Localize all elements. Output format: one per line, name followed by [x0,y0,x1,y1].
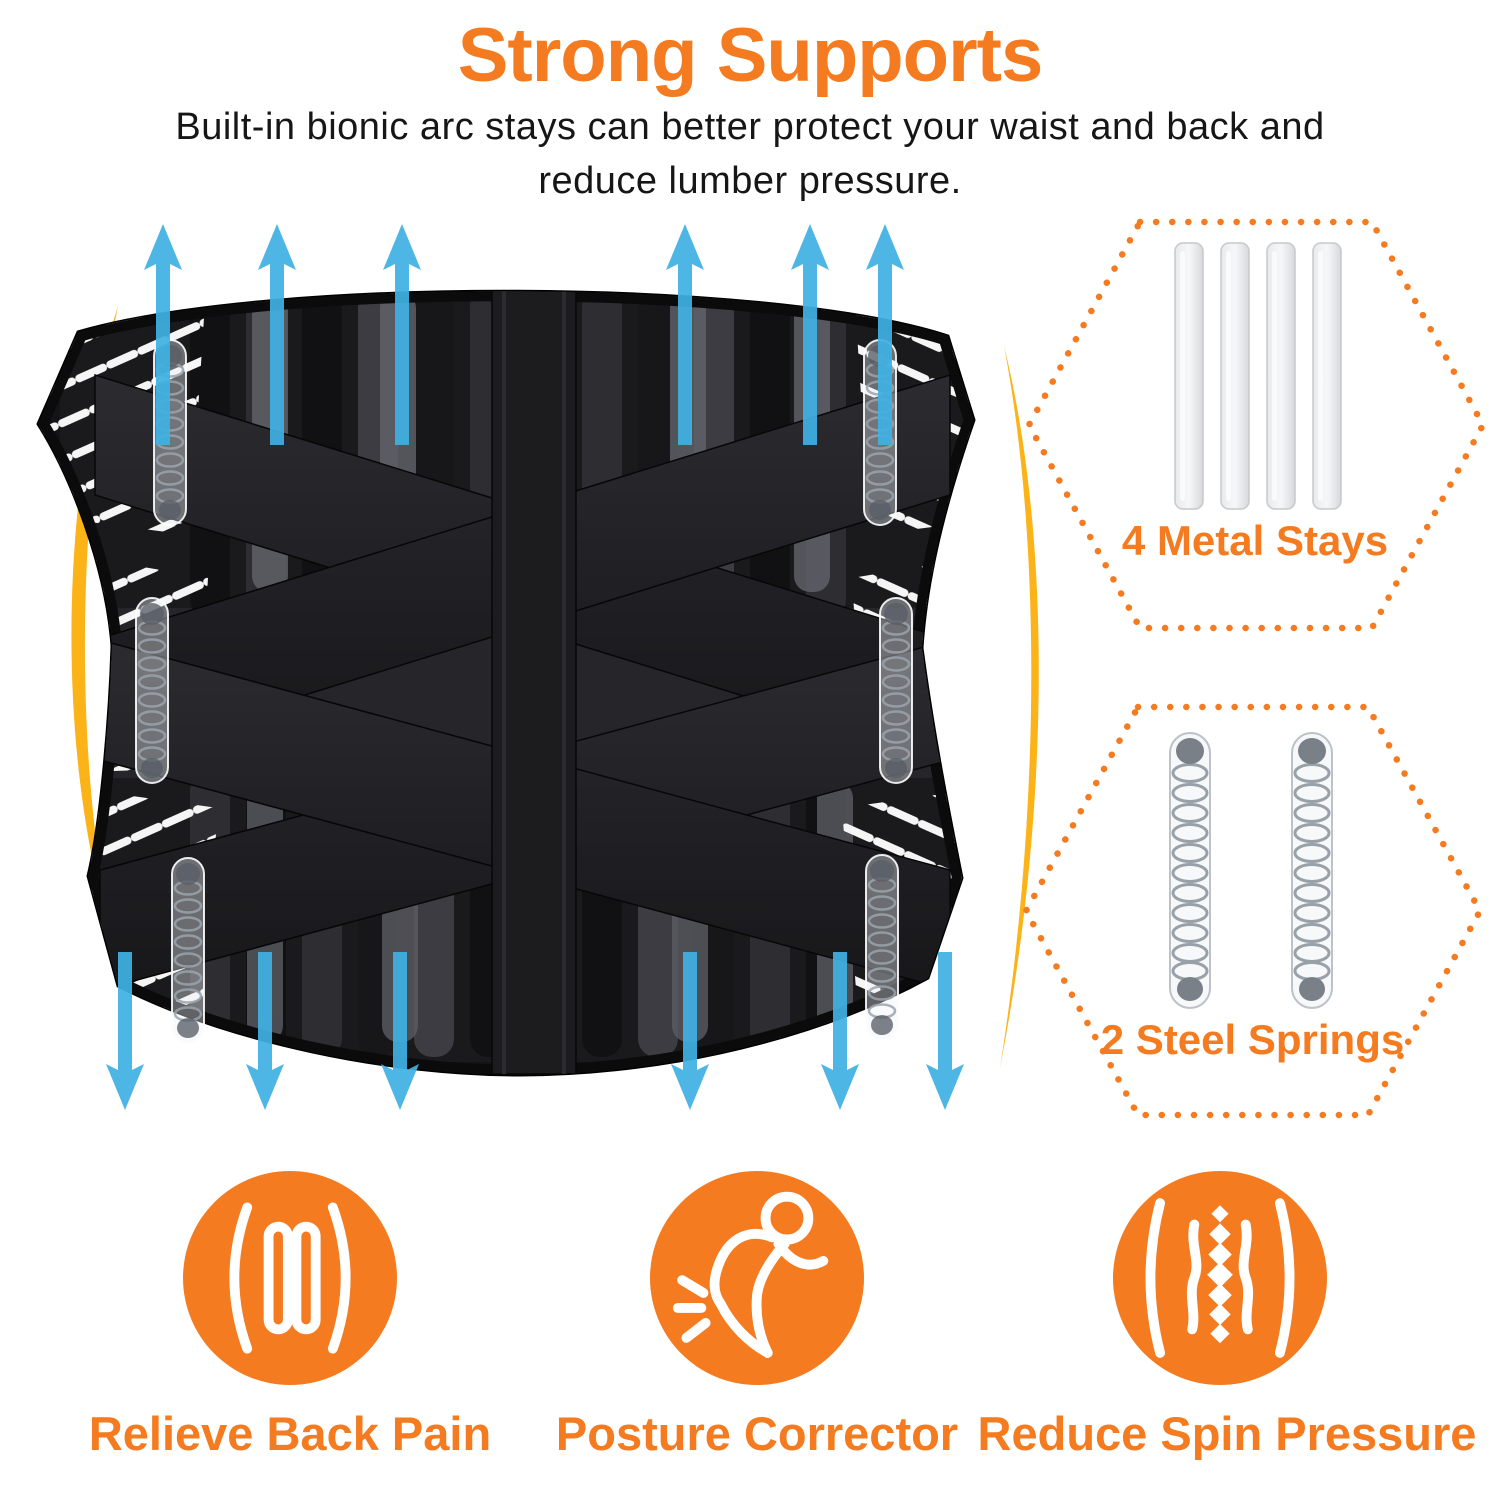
feature-circle-back-relief [183,1171,397,1385]
feature-label-posture: Posture Corrector [555,1407,959,1460]
callout-steel-springs: 2 Steel Springs [1015,698,1490,1128]
feature-label-back-relief: Relieve Back Pain [88,1407,492,1460]
metal-stays-label: 4 Metal Stays [1121,517,1389,564]
yellow-accent-curve-left [71,306,118,938]
callout-metal-stays: 4 Metal Stays [1020,215,1490,635]
back-brace-product-photo [36,224,1039,1110]
belt-fabric [38,291,974,1075]
feature-circle-posture [650,1171,864,1385]
dotted-hexagon-border [1025,218,1487,632]
feature-label-spine: Reduce Spin Pressure [977,1407,1477,1460]
posture-corrector-icon [672,1191,829,1358]
up-arrow-icons [144,224,904,445]
yellow-accent-curve-right [1000,346,1039,1068]
spine-icon [1145,1198,1295,1358]
vertebrae-dots [1207,1205,1233,1344]
feature-circle-spine [1113,1171,1327,1385]
subtitle-line-2: reduce lumber pressure. [538,160,962,202]
steel-springs-label: 2 Steel Springs [1100,1016,1405,1063]
back-relief-icon [229,1202,351,1354]
steel-spring-coils [1168,731,1334,1010]
center-vertical-strap [491,291,577,1075]
page-title: Strong Supports [457,13,1044,98]
metal-stays-icon [1025,218,1487,632]
subtitle-line-1: Built-in bionic arc stays can better pro… [175,106,1325,148]
down-arrow-icons [106,952,964,1110]
metal-stay-bars [1174,242,1342,510]
steel-springs-icon [1022,703,1484,1119]
dotted-hexagon-border [1022,703,1484,1119]
